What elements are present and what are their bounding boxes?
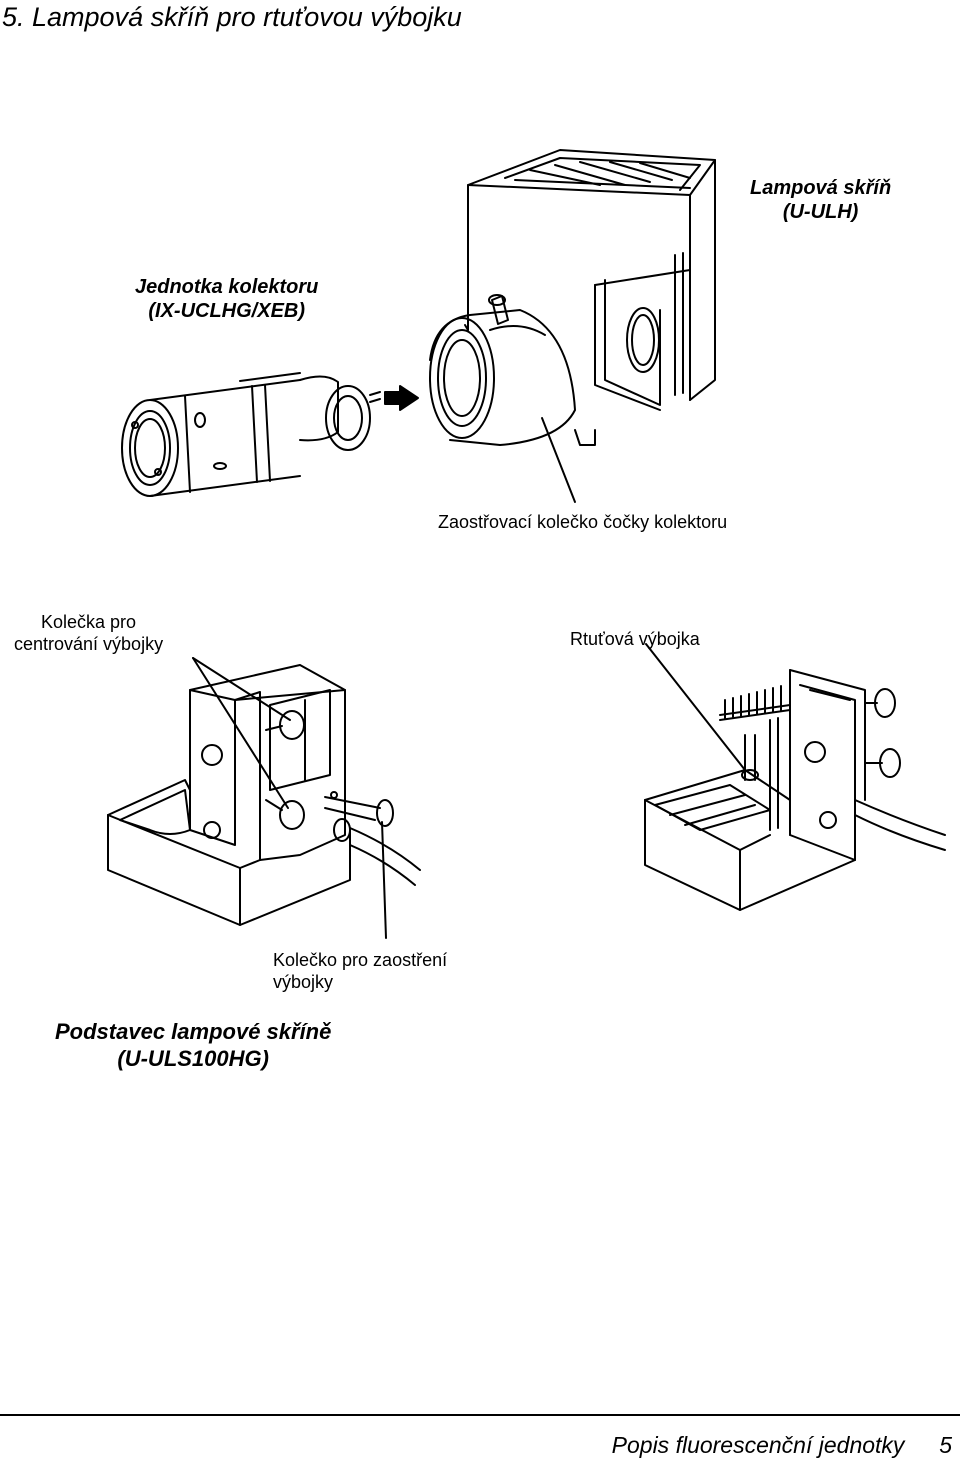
socket-label: Podstavec lampové skříně (U-ULS100HG) [55, 1018, 331, 1072]
leader-centering-knob-2 [192, 657, 289, 809]
lamp-focus-knob-line1: Kolečko pro zaostření [273, 950, 448, 970]
collector-name: Jednotka kolektoru [135, 276, 319, 298]
socket-right-illustration [644, 669, 946, 911]
footer-rule [0, 1414, 960, 1416]
lamp-housing-label: Lampová skříň (U-ULH) [750, 176, 891, 224]
centering-knobs-line2: centrování výbojky [14, 634, 164, 654]
collector-model: (IX-UCLHG/XEB) [148, 300, 306, 322]
lamp-housing-model: (U-ULH) [782, 201, 859, 223]
leader-lamp-focus-knob [381, 821, 387, 939]
page-number: 5 [939, 1432, 952, 1458]
insertion-arrow [384, 385, 419, 411]
socket-left-illustration [107, 664, 421, 926]
centering-knobs-line1: Kolečka pro [41, 612, 137, 632]
centering-knobs-label: Kolečka pro centrování výbojky [14, 611, 163, 655]
lamp-focus-knob-line2: výbojky [273, 972, 334, 992]
collector-focus-knob-label: Zaostřovací kolečko čočky kolektoru [438, 512, 728, 532]
lamp-housing-name: Lampová skříň [750, 177, 892, 199]
socket-model: (U-ULS100HG) [117, 1046, 269, 1071]
socket-name: Podstavec lampové skříně [55, 1019, 332, 1044]
lamp-focus-knob-label: Kolečko pro zaostření výbojky [273, 949, 447, 993]
leader-collector-focus-knob [541, 417, 576, 503]
lamp-housing-illustration [429, 149, 716, 446]
mercury-lamp-label: Rtuťová výbojka [570, 629, 700, 649]
collector-unit-illustration [121, 372, 381, 497]
leader-mercury-lamp [645, 643, 746, 771]
section-title: 5. Lampová skříň pro rtuťovou výbojku [2, 2, 462, 32]
leader-centering-knob-1 [192, 657, 291, 721]
footer-title: Popis fluorescenční jednotky [611, 1432, 905, 1458]
page-footer: Popis fluorescenční jednotky 5 [612, 1432, 952, 1459]
collector-label: Jednotka kolektoru (IX-UCLHG/XEB) [135, 275, 318, 323]
